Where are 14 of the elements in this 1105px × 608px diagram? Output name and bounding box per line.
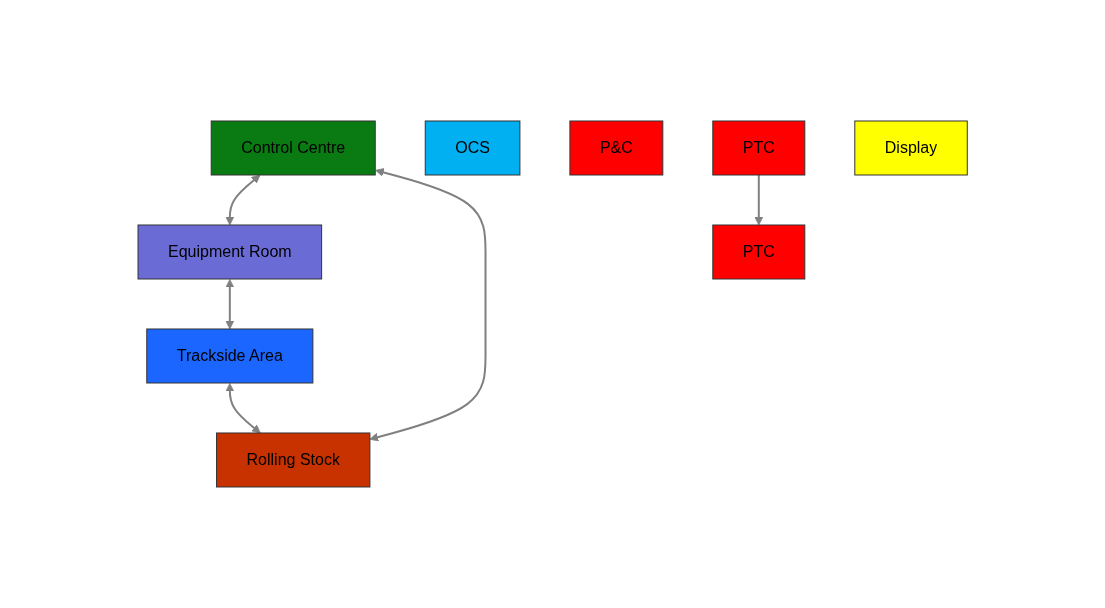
arrow: [225, 174, 261, 226]
arrow: [754, 174, 764, 226]
arrow: [225, 383, 261, 434]
node-box: Trackside Area: [146, 328, 314, 384]
node-box: P&C: [569, 120, 664, 176]
node-box: Rolling Stock: [215, 432, 371, 488]
node-box: Equipment Room: [137, 224, 322, 280]
arrow: [225, 279, 235, 330]
node-box: Control Centre: [210, 120, 376, 176]
node-box: OCS: [424, 120, 521, 176]
arrow: [369, 168, 487, 442]
node-box: PTC: [712, 120, 806, 176]
node-box: Display: [854, 120, 968, 176]
node-box: PTC: [712, 224, 806, 280]
